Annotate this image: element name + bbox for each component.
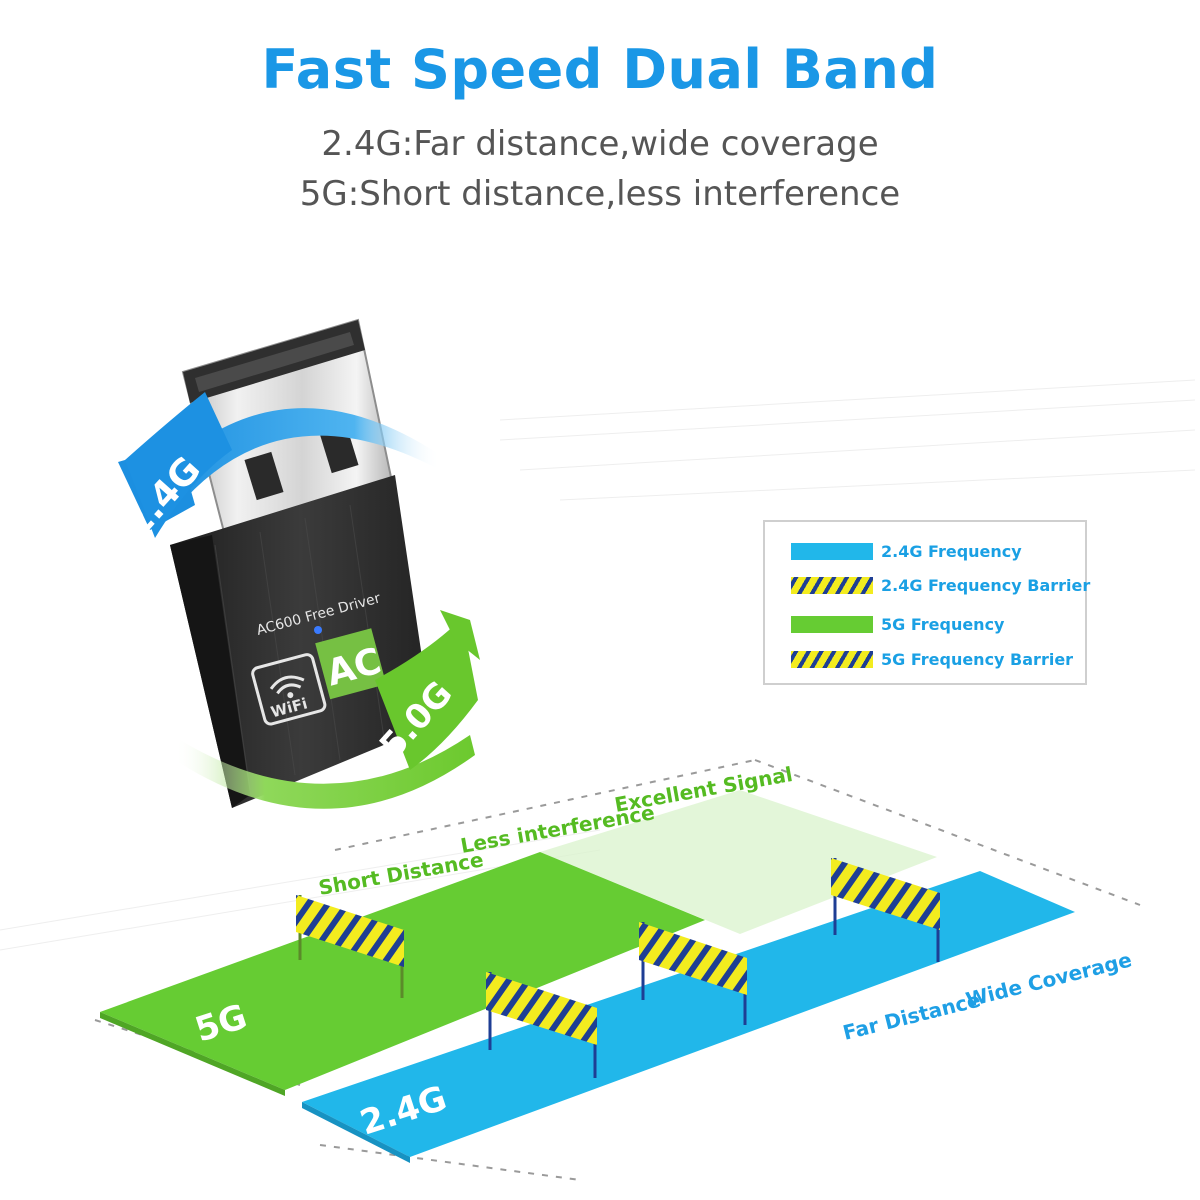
barrier-24g-right xyxy=(831,858,940,962)
band-24g xyxy=(302,871,1075,1157)
ac-badge: AC xyxy=(315,628,387,700)
band-5g-edge xyxy=(100,1012,285,1096)
legend-box: 2.4G Frequency 2.4G Frequency Barrier 5G… xyxy=(763,520,1090,685)
legend-label: 2.4G Frequency xyxy=(881,541,1022,561)
legend-item-24g-barrier: 2.4G Frequency Barrier xyxy=(791,574,1090,596)
legend-item-24g-frequency: 2.4G Frequency xyxy=(791,540,1022,562)
legend-swatch-blue xyxy=(791,542,873,560)
legend-swatch-hatch xyxy=(791,650,873,668)
perspective-dashed-lines xyxy=(94,759,1141,1181)
subtitle-5g: 5G:Short distance,less interference xyxy=(299,174,901,214)
legend-swatch-green xyxy=(791,615,873,633)
subtitle-24g: 2.4G:Far distance,wide coverage xyxy=(321,124,879,164)
page-title: Fast Speed Dual Band xyxy=(261,38,939,101)
band-24g-edge xyxy=(302,1102,410,1163)
barrier-24g-left xyxy=(486,972,597,1078)
legend-swatch-hatch xyxy=(791,576,873,594)
barrier-5g-left xyxy=(296,895,404,998)
legend-item-5g-barrier: 5G Frequency Barrier xyxy=(791,648,1073,670)
legend-label: 5G Frequency xyxy=(881,614,1005,634)
usb-adapter: AC600 Free Driver WiFi AC xyxy=(170,318,432,808)
caption-far-distance: Far Distance xyxy=(840,987,983,1044)
barrier-5g-middle xyxy=(639,922,747,1025)
legend-item-5g-frequency: 5G Frequency xyxy=(791,613,1004,635)
legend-label: 5G Frequency Barrier xyxy=(881,649,1074,669)
status-led xyxy=(314,626,322,634)
green-band-extension xyxy=(540,790,937,934)
caption-wide-coverage: Wide Coverage xyxy=(963,947,1134,1011)
legend-label: 2.4G Frequency Barrier xyxy=(881,575,1091,595)
